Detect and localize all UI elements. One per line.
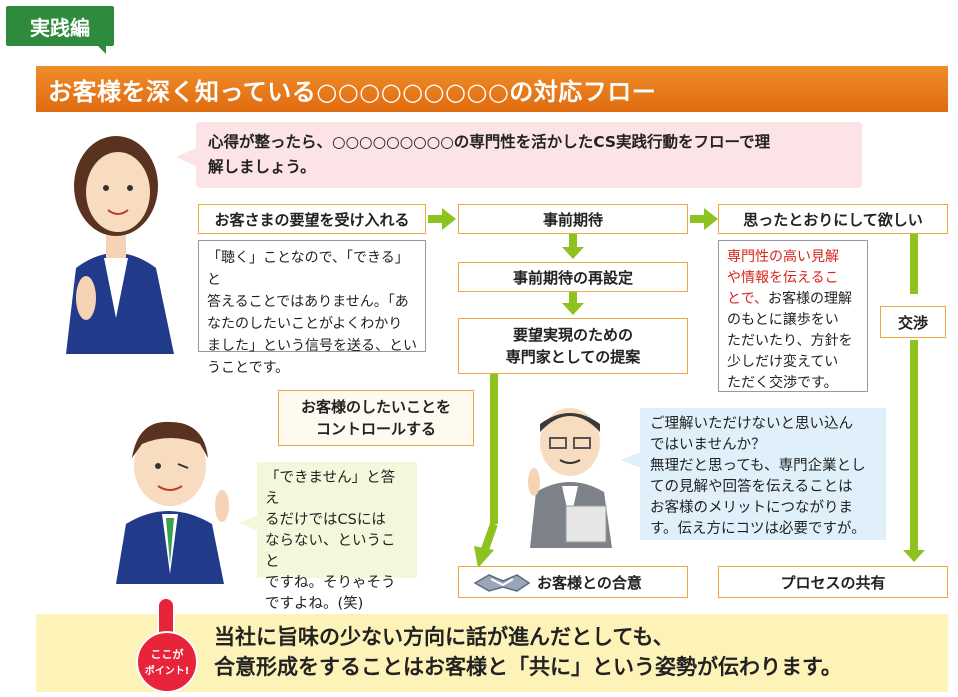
- arrow-down-icon: [562, 303, 584, 315]
- flow-step-expectation: 事前期待: [458, 204, 688, 234]
- bubble-line: ならない、ということ: [265, 533, 396, 570]
- badge-tail: [96, 44, 106, 54]
- proposal-line-2: 専門家としての提案: [505, 348, 641, 366]
- summary-line-1: 当社に旨味の少ない方向に話が進んだとしても、: [214, 625, 674, 649]
- summary-text: 当社に旨味の少ない方向に話が進んだとしても、 合意形成をすることはお客様と「共に…: [214, 622, 934, 682]
- businessman-glasses-illustration: [528, 408, 612, 548]
- flow-step-process-sharing: プロセスの共有: [718, 566, 948, 598]
- flow-step-reset-expectation: 事前期待の再設定: [458, 262, 688, 292]
- advice-bubble: ご理解いただけないと思い込ん ではいませんか？ 無理だと思っても、専門企業とし …: [640, 408, 886, 540]
- bubble-line: ての見解や回答を伝えることは: [650, 479, 853, 495]
- note-line: 「聴く」ことなので、「できる」と: [207, 250, 409, 288]
- control-line-2: コントロールする: [315, 420, 436, 438]
- page-title: お客様を深く知っている○○○○○○○○○の対応フロー: [36, 66, 948, 112]
- control-line-1: お客様のしたいことを: [300, 398, 451, 416]
- arrow-shaft: [569, 292, 577, 304]
- note-line: うことです。: [207, 360, 290, 376]
- arrow-shaft: [569, 234, 577, 248]
- handshake-icon: [473, 574, 531, 592]
- summary-line-2: 合意形成をすることはお客様と「共に」という姿勢が伝わります。: [214, 655, 842, 679]
- bubble-line: 「できません」と答え: [265, 470, 396, 507]
- blue-bubble-tail: [620, 452, 642, 468]
- intro-bubble-tail: [176, 148, 196, 166]
- green-bubble-tail: [240, 515, 258, 531]
- note-line-highlight: とで、: [727, 291, 769, 307]
- bubble-line: ですよね。(笑): [265, 596, 364, 612]
- arrow-down-icon: [562, 247, 584, 259]
- note-line: ただいたり、方針を: [727, 333, 853, 349]
- arrow-shaft: [428, 215, 444, 223]
- comment-bubble: 「できません」と答え るだけではCSには ならない、ということ ですね。そりゃそ…: [257, 462, 417, 612]
- point-hand-badge: ここが ポイント!: [136, 597, 198, 693]
- flow-step-agreement: お客様との合意: [458, 566, 688, 598]
- agreement-label: お客様との合意: [537, 573, 642, 592]
- arrow-shaft: [910, 340, 918, 550]
- bubble-line: お客様のメリットにつながりま: [650, 500, 853, 516]
- bubble-line: ですね。そりゃそう: [265, 575, 396, 591]
- intro-line-2: 解しましょう。: [208, 158, 316, 176]
- intro-bubble: 心得が整ったら、○○○○○○○○○の専門性を活かしたCS実践行動をフローで理 解…: [196, 122, 862, 188]
- flow-step-want-as-imagined: 思ったとおりにして欲しい: [718, 204, 948, 234]
- young-businessman-illustration: [116, 421, 229, 584]
- note-line: ました」という信号を送る、とい: [207, 338, 417, 354]
- point-badge-line-2: ポイント!: [145, 664, 190, 677]
- flow-step-expert-proposal: 要望実現のための 専門家としての提案: [458, 318, 688, 374]
- arrow-shaft: [690, 215, 706, 223]
- note-line-highlight: 専門性の高い見解: [727, 249, 839, 265]
- note-line: お客様の理解: [768, 291, 853, 307]
- control-customer-wish-box: お客様のしたいことを コントロールする: [278, 390, 474, 446]
- arrow-to-agreement: [474, 374, 498, 568]
- note-line: 少しだけ変えてい: [727, 354, 839, 370]
- flow-step-negotiation: 交渉: [880, 306, 946, 338]
- note-line: ただく交渉です。: [727, 375, 838, 391]
- section-badge: 実践編: [6, 6, 114, 46]
- bubble-line: 無理だと思っても、専門企業とし: [650, 458, 866, 474]
- intro-line-1: 心得が整ったら、○○○○○○○○○の専門性を活かしたCS実践行動をフローで理: [208, 133, 771, 151]
- negotiation-note: 専門性の高い見解 や情報を伝えるこ とで、お客様の理解 のもとに譲歩をい ただい…: [718, 240, 868, 392]
- note-line: 答えることではありません。「あ: [207, 294, 409, 310]
- note-line: のもとに譲歩をい: [727, 312, 839, 328]
- point-badge-line-1: ここが: [151, 647, 184, 661]
- arrow-down-icon: [903, 550, 925, 562]
- arrow-shaft: [910, 234, 918, 294]
- bubble-line: ご理解いただけないと思い込ん: [650, 416, 853, 432]
- bubble-line: す。伝え方にコツは必要ですが。: [650, 521, 866, 537]
- flow-step-accept-request: お客さまの要望を受け入れる: [198, 204, 426, 234]
- businesswoman-illustration: [66, 136, 174, 354]
- bubble-line: るだけではCSには: [265, 512, 386, 528]
- arrow-right-icon: [704, 208, 718, 230]
- arrow-right-icon: [442, 208, 456, 230]
- bubble-line: ではいませんか？: [650, 437, 766, 453]
- note-line: なたのしたいことがよくわかり: [207, 316, 403, 332]
- proposal-line-1: 要望実現のための: [512, 326, 633, 344]
- listen-note: 「聴く」ことなので、「できる」と 答えることではありません。「あ なたのしたいこ…: [198, 240, 426, 376]
- note-line-highlight: や情報を伝えるこ: [727, 270, 839, 286]
